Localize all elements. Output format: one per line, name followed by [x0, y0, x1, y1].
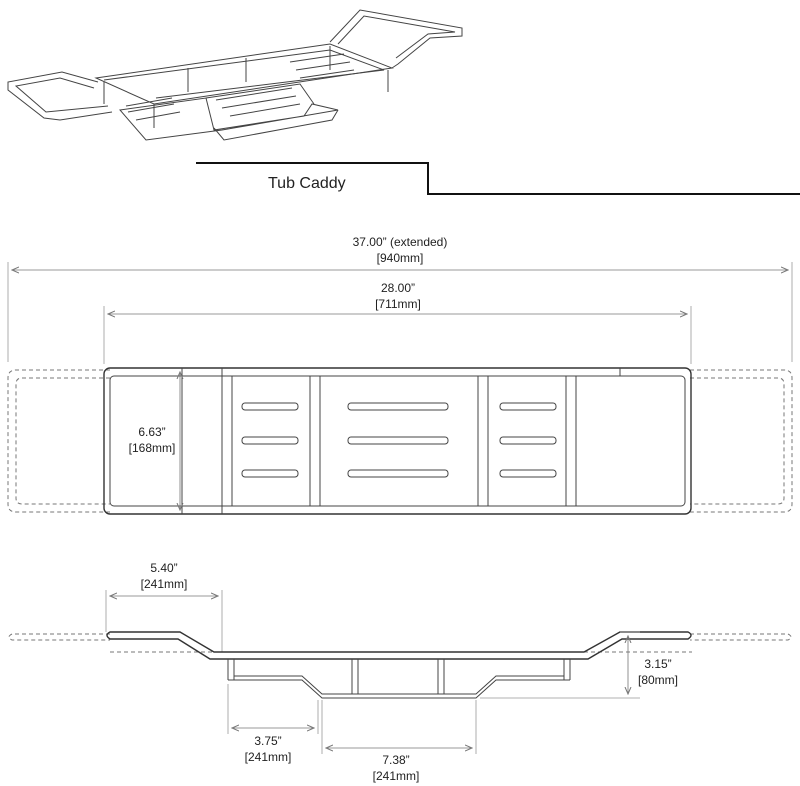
extended-arm-outline	[7, 369, 793, 513]
svg-text:[241mm]: [241mm]	[245, 750, 292, 764]
svg-text:[168mm]: [168mm]	[129, 441, 176, 455]
svg-text:[940mm]: [940mm]	[377, 251, 424, 265]
svg-text:37.00” (extended): 37.00” (extended)	[353, 235, 448, 249]
dimension-height: 3.15” [80mm]	[480, 631, 678, 699]
svg-text:3.75”: 3.75”	[254, 734, 281, 748]
side-view-profile	[106, 631, 692, 699]
dimension-overall-extended: 37.00” (extended) [940mm]	[7, 235, 793, 362]
title-block: Tub Caddy	[196, 162, 800, 195]
dimension-overall: 28.00” [711mm]	[103, 281, 692, 364]
svg-text:28.00”: 28.00”	[381, 281, 415, 295]
top-view: 37.00” (extended) [940mm] 28.00” [711mm]	[7, 235, 793, 515]
svg-text:3.15”: 3.15”	[644, 657, 671, 671]
product-title: Tub Caddy	[268, 175, 346, 192]
dimension-tray: 7.38” [241mm]	[321, 700, 477, 783]
svg-text:[711mm]: [711mm]	[375, 297, 421, 311]
svg-text:6.63”: 6.63”	[138, 425, 165, 439]
dimension-arm: 5.40” [241mm]	[105, 561, 223, 652]
tray-slots	[241, 402, 557, 478]
svg-text:5.40”: 5.40”	[150, 561, 177, 575]
isometric-illustration	[7, 9, 463, 141]
side-view: 5.40” [241mm]	[8, 561, 792, 783]
svg-text:7.38”: 7.38”	[382, 753, 409, 767]
svg-text:[80mm]: [80mm]	[638, 673, 678, 687]
side-extension-outline	[8, 633, 792, 653]
svg-text:[241mm]: [241mm]	[373, 769, 420, 783]
svg-text:[241mm]: [241mm]	[141, 577, 188, 591]
dimension-step: 3.75” [241mm]	[227, 684, 319, 764]
dimension-width: 6.63” [168mm]	[129, 372, 180, 510]
